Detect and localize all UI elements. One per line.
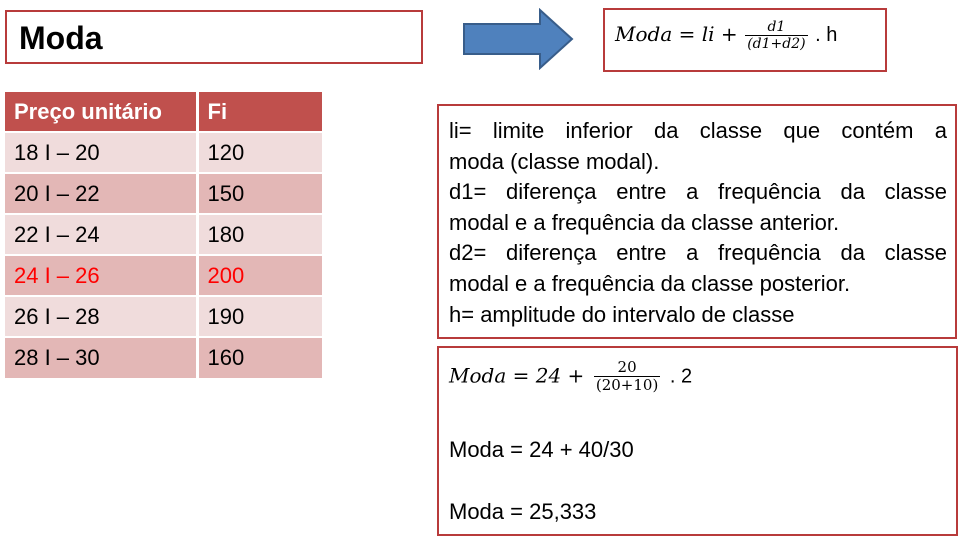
frequency-cell: 190 xyxy=(197,295,322,337)
calculation-formula: Moda = 24 + 20 (20+10) . 2 xyxy=(449,358,693,394)
definitions-box: li= limite inferior da classe que contém… xyxy=(437,104,957,339)
table-row: 22 I – 24 180 xyxy=(5,213,322,255)
formula-fraction: d1 (d1+d2) xyxy=(745,19,808,52)
definition-line: d2= diferença entre a frequência da clas… xyxy=(449,240,947,266)
frequency-cell: 200 xyxy=(197,254,322,296)
definition-line: d1= diferença entre a frequência da clas… xyxy=(449,179,947,205)
class-interval-cell: 24 I – 26 xyxy=(5,254,199,296)
title-box: Moda xyxy=(5,10,423,64)
frequency-cell: 180 xyxy=(197,213,322,255)
formula-denominator: (d1+d2) xyxy=(745,34,808,52)
table-row: 28 I – 30 160 xyxy=(5,336,322,378)
formula-numerator: d1 xyxy=(767,19,786,35)
calculation-tail: . 2 xyxy=(669,365,693,388)
class-interval-cell: 28 I – 30 xyxy=(5,336,199,378)
column-header-fi: Fi xyxy=(197,92,322,132)
mode-formula: Moda = li + d1 (d1+d2) . h xyxy=(615,20,837,52)
calculation-numerator: 20 xyxy=(617,358,637,376)
page-title: Moda xyxy=(19,20,103,56)
calculation-result: Moda = 25,333 xyxy=(449,499,597,524)
frequency-cell: 150 xyxy=(197,172,322,214)
definition-line: li= limite inferior da classe que contém… xyxy=(449,118,947,143)
column-header-price: Preço unitário xyxy=(5,92,199,132)
class-interval-cell: 26 I – 28 xyxy=(5,295,199,337)
class-interval-cell: 18 I – 20 xyxy=(5,131,199,173)
definitions-text: li= limite inferior da classe que contém… xyxy=(449,116,947,330)
formula-lhs: Moda = li + xyxy=(615,22,738,47)
definition-line: h= amplitude do intervalo de classe xyxy=(449,301,795,327)
calculation-step: Moda = 24 + 40/30 xyxy=(449,437,634,462)
formula-tail: . h xyxy=(815,24,838,47)
mode-formula-box: Moda = li + d1 (d1+d2) . h xyxy=(603,8,887,72)
class-interval-cell: 22 I – 24 xyxy=(5,213,199,255)
frequency-cell: 160 xyxy=(197,336,322,378)
definition-line: moda (classe modal). xyxy=(449,148,660,174)
table-row-modal: 24 I – 26 200 xyxy=(5,254,322,296)
definition-line: modal e a frequência da classe posterior… xyxy=(449,270,851,296)
table-row: 26 I – 28 190 xyxy=(5,295,322,337)
calculation-lhs: Moda = 24 + xyxy=(449,363,585,388)
frequency-table: Preço unitário Fi 18 I – 20 120 20 I – 2… xyxy=(5,92,322,378)
class-interval-cell: 20 I – 22 xyxy=(5,172,199,214)
definition-line: modal e a frequência da classe anterior. xyxy=(449,209,840,235)
frequency-cell: 120 xyxy=(197,131,322,173)
calculation-fraction: 20 (20+10) xyxy=(593,358,661,394)
calculation-denominator: (20+10) xyxy=(593,375,661,394)
table-row: 18 I – 20 120 xyxy=(5,131,322,173)
calculation-box: Moda = 24 + 20 (20+10) . 2 Moda = 24 + 4… xyxy=(437,346,958,536)
table-header-row: Preço unitário Fi xyxy=(5,92,322,132)
table-row: 20 I – 22 150 xyxy=(5,172,322,214)
right-arrow-icon xyxy=(463,8,574,70)
